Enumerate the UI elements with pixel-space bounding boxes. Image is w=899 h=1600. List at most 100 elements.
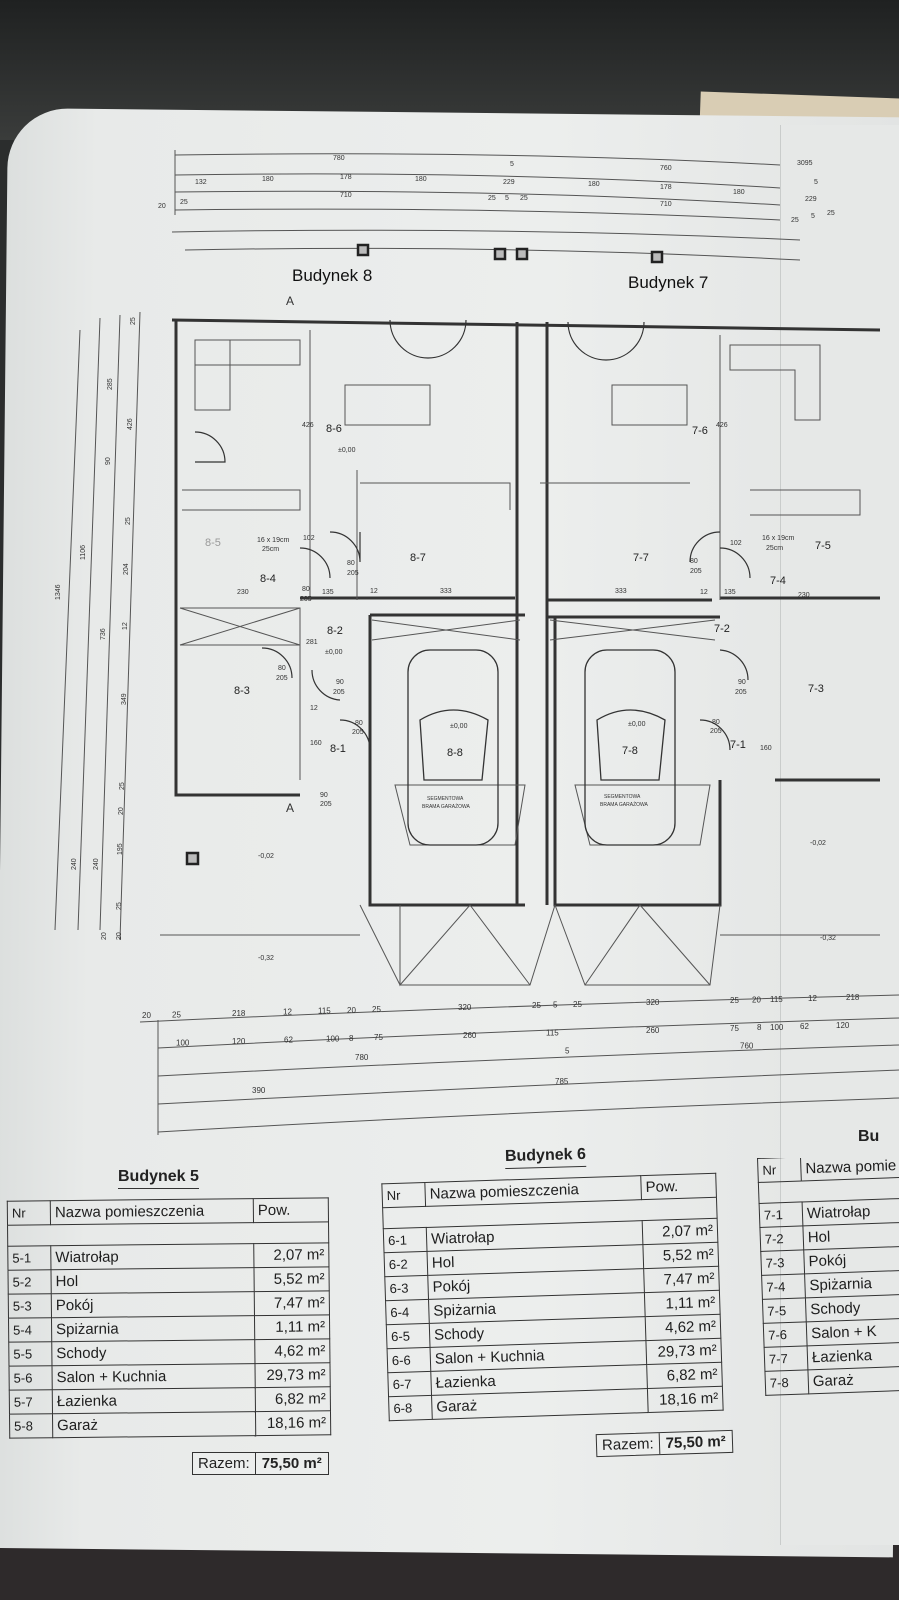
dim-text: 115: [546, 1029, 559, 1038]
room-name: Salon + K: [806, 1317, 899, 1346]
dim-text: 205: [320, 801, 332, 808]
column-header: Nr: [381, 1182, 426, 1208]
dim-text: 90: [320, 792, 328, 799]
room-label: 8-6: [326, 423, 342, 435]
dim-text: 320: [646, 998, 660, 1007]
room-number: 5-8: [9, 1413, 53, 1439]
room-label: 8-4: [260, 573, 276, 585]
dim-text: 195: [117, 843, 124, 855]
room-number: 6-6: [387, 1347, 431, 1373]
table-title-budynek-6: Budynek 6: [504, 1145, 587, 1170]
dim-text: 80: [690, 558, 698, 565]
dim-text: 25: [532, 1001, 541, 1010]
dim-text: 102: [303, 535, 315, 542]
dim-text: 25: [180, 199, 188, 206]
dim-text: 25: [172, 1010, 181, 1019]
car-icons: [407, 649, 676, 846]
level-mark: ±0,00: [338, 447, 356, 454]
room-name: Łazienka: [52, 1387, 256, 1414]
dim-text: 178: [660, 184, 672, 191]
room-label: 8-3: [234, 685, 250, 697]
total-value: 75,50 m²: [658, 1430, 733, 1455]
room-number: 7-3: [760, 1249, 805, 1276]
room-name: Garaż: [52, 1411, 256, 1438]
total-label: Razem:: [198, 1455, 250, 1472]
column-header: Nazwa pomieszczenia: [50, 1198, 254, 1225]
stairs-note: 16 x 19cm: [762, 535, 794, 542]
level-mark: ±0,00: [628, 721, 646, 728]
dim-text: 240: [93, 858, 100, 870]
dim-text: 205: [347, 570, 359, 577]
dim-text: 135: [724, 589, 736, 596]
dim-text: 320: [458, 1003, 472, 1012]
total-row: Razem: 75,50 m²: [595, 1429, 734, 1458]
room-area: 4,62 m²: [645, 1314, 721, 1341]
dim-text: 25: [791, 217, 799, 224]
exterior-walls: [171, 318, 881, 907]
dim-text: 180: [733, 189, 745, 196]
stairs-note: 25cm: [262, 546, 279, 553]
room-name: Schody: [805, 1293, 899, 1322]
dim-text: 12: [700, 589, 708, 596]
column-header: Pow.: [253, 1197, 329, 1223]
dim-text: 260: [463, 1031, 477, 1040]
dim-text: 230: [798, 592, 810, 599]
dim-text: 205: [710, 728, 722, 735]
dim-text: 205: [690, 568, 702, 575]
room-label: 7-2: [714, 623, 730, 635]
dim-text: 25: [130, 317, 137, 325]
total-row: Razem: 75,50 m²: [192, 1452, 329, 1475]
dim-text: 12: [808, 994, 817, 1003]
dim-text: 180: [262, 176, 274, 183]
dim-text: 178: [340, 174, 352, 181]
room-number: 7-2: [759, 1225, 804, 1252]
chimney-icons: [185, 243, 664, 866]
dim-text: 80: [355, 720, 363, 727]
dim-text: 100: [176, 1038, 190, 1047]
room-number: 6-7: [387, 1371, 432, 1397]
section-mark: A: [286, 294, 294, 308]
room-name: Hol: [802, 1221, 899, 1250]
dim-text: 120: [836, 1021, 850, 1030]
dim-text: 205: [735, 689, 747, 696]
room-label: 8-2: [327, 625, 343, 637]
room-label: 7-8: [622, 745, 638, 757]
dim-text: 80: [278, 665, 286, 672]
room-number: 5-5: [8, 1341, 52, 1367]
dim-text: 426: [127, 418, 134, 430]
total-label: Razem:: [601, 1435, 654, 1454]
garage-door-note: SEGMENTOWA: [427, 796, 464, 802]
dim-text: 20: [752, 995, 761, 1004]
room-label: 7-7: [633, 552, 649, 564]
dim-text: 20: [118, 807, 125, 815]
dim-text: 285: [107, 378, 114, 390]
room-name: Łazienka: [807, 1341, 899, 1370]
dim-text: 100: [326, 1034, 340, 1043]
room-area: 4,62 m²: [254, 1338, 330, 1364]
dim-text: 426: [716, 422, 728, 429]
dim-text: 333: [615, 588, 627, 595]
dim-text: 80: [347, 560, 355, 567]
dim-text: 120: [232, 1037, 246, 1046]
room-number: 5-7: [9, 1389, 53, 1415]
room-name: Hol: [50, 1267, 255, 1294]
room-label: 7-3: [808, 683, 824, 695]
dim-text: 160: [310, 740, 322, 747]
dim-text: 1346: [55, 584, 62, 600]
dim-text: 25: [573, 1000, 582, 1009]
dim-text: 80: [712, 719, 720, 726]
building-8-label: Budynek 8: [292, 266, 372, 285]
room-label: 8-8: [447, 747, 463, 759]
dim-text: 12: [370, 588, 378, 595]
dim-text: 12: [122, 622, 129, 630]
dim-text: 25: [488, 195, 496, 202]
room-number: 5-4: [8, 1317, 52, 1343]
dim-text: 25: [827, 210, 835, 217]
